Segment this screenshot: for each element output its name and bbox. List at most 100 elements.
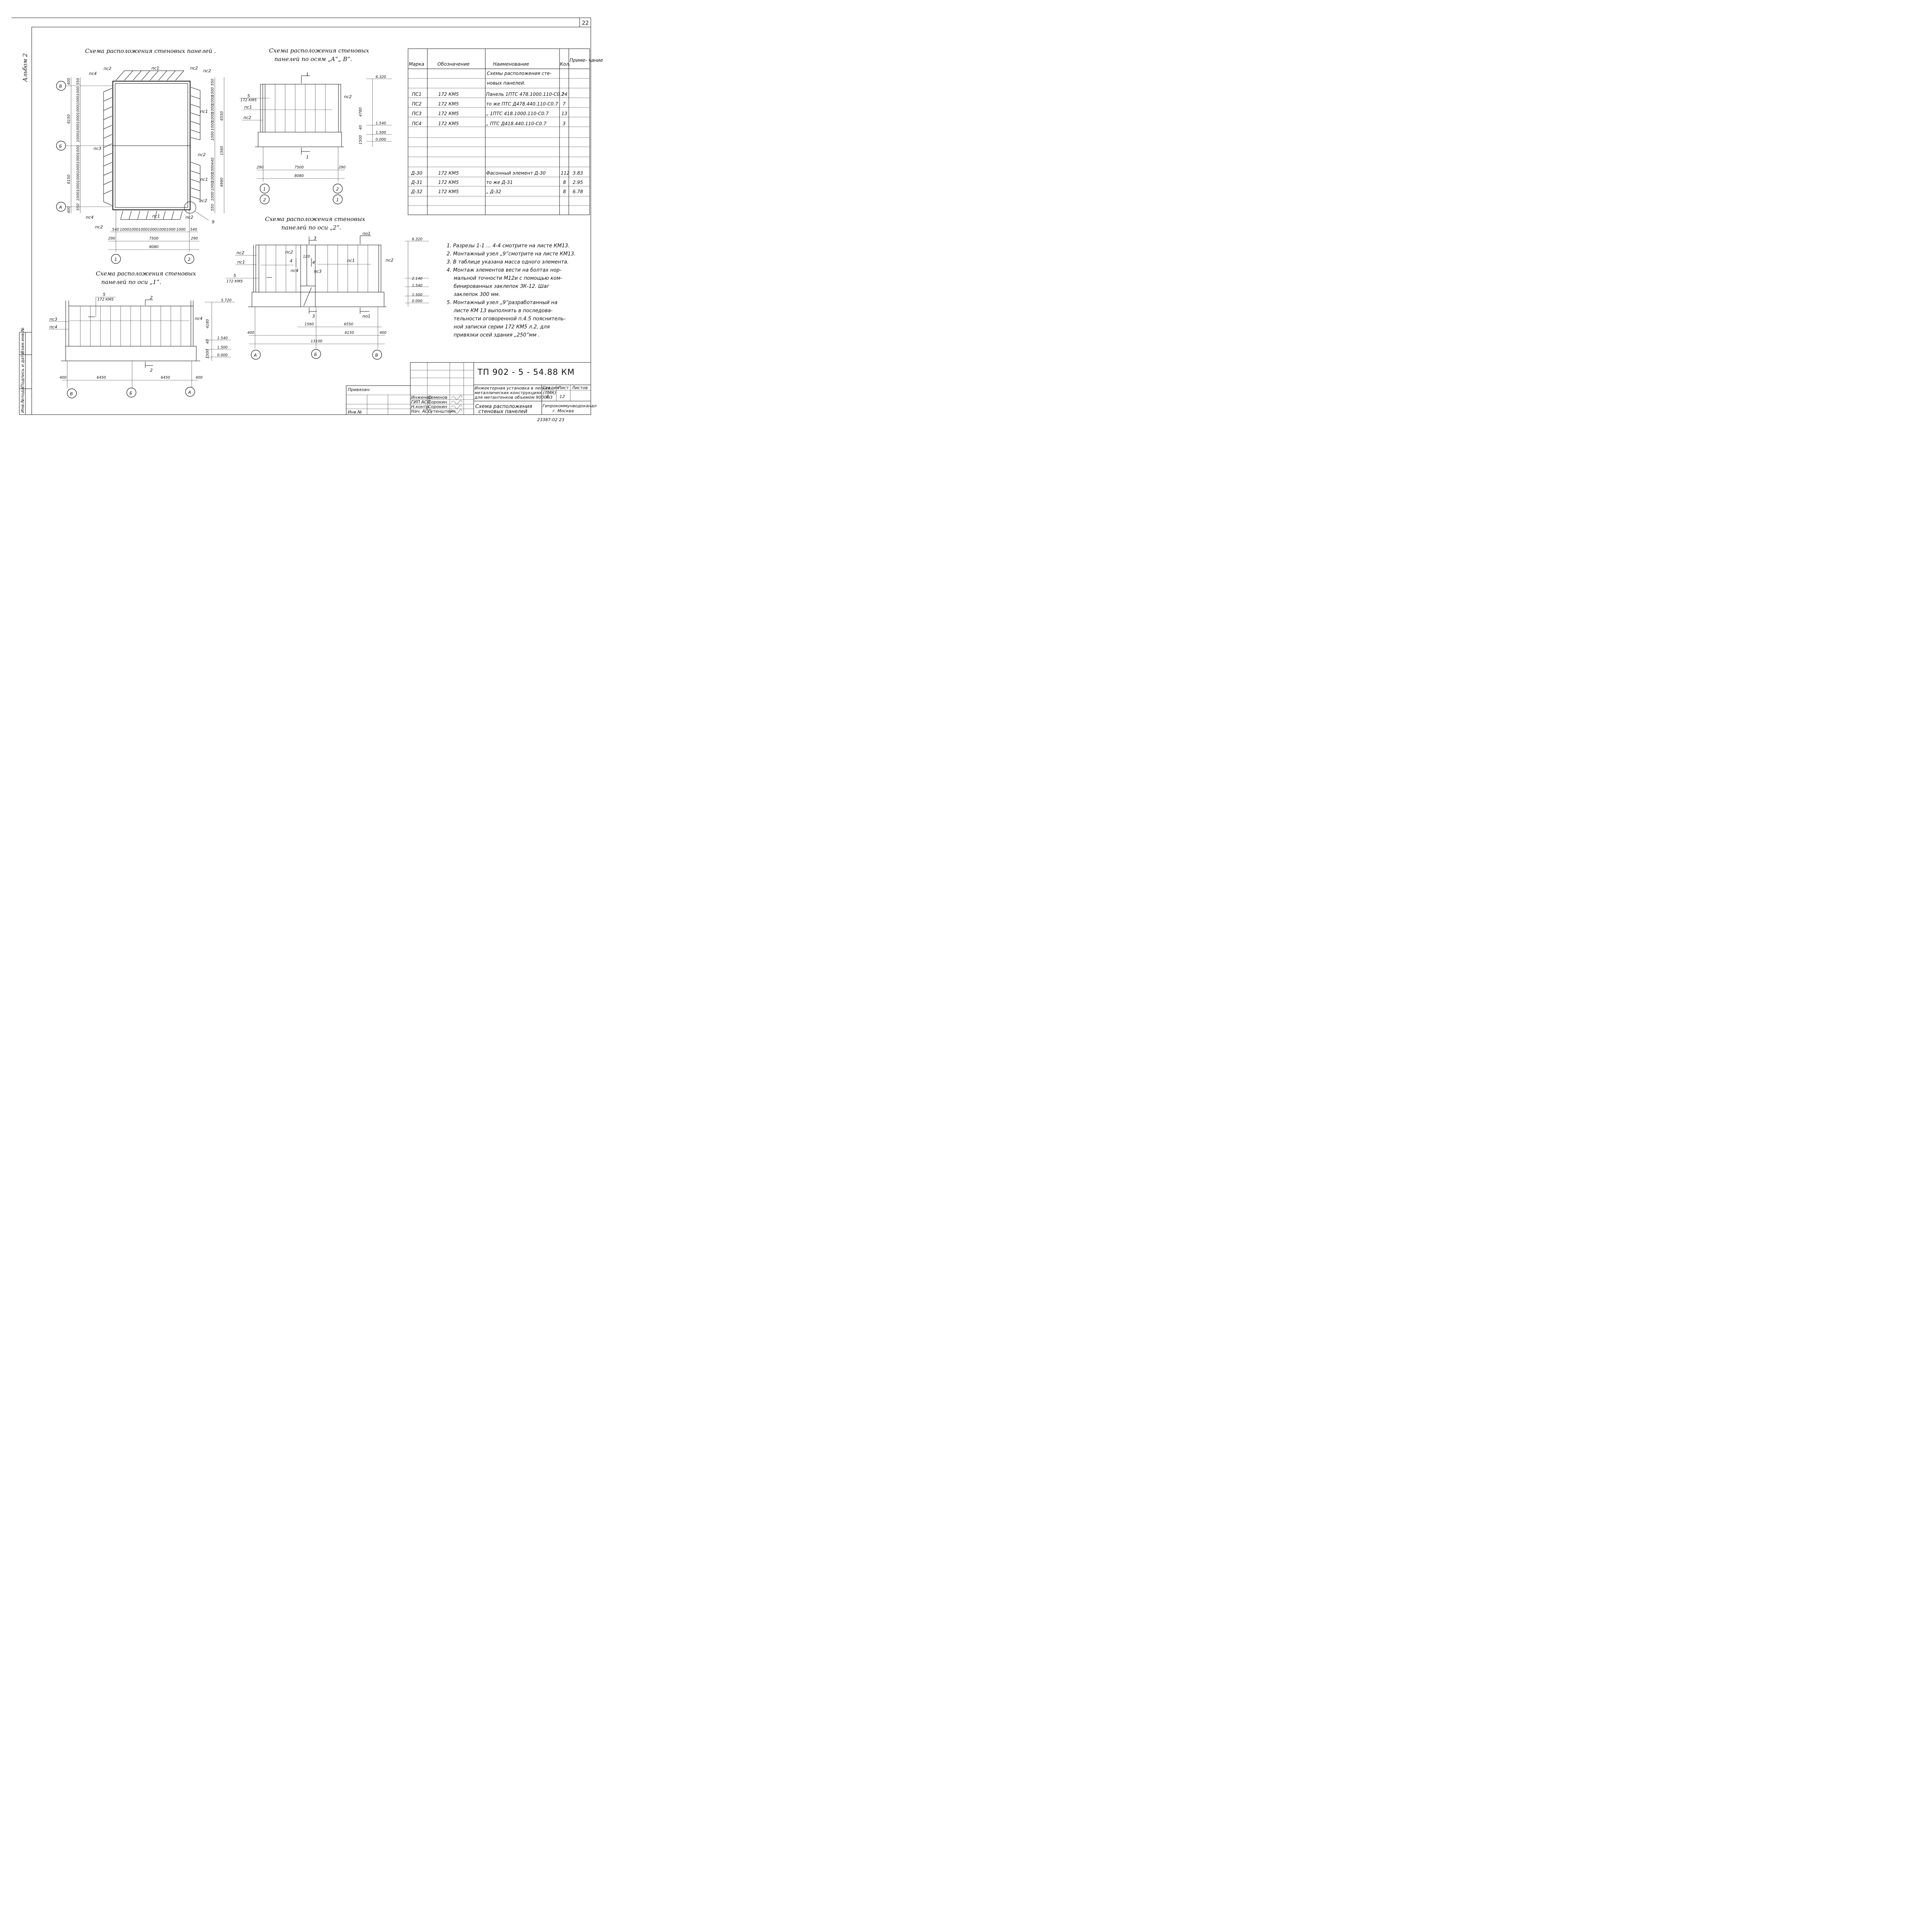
table-cell-designation: 172 КМ5 [438, 189, 459, 194]
axis2-dim-120: 120 [303, 255, 310, 259]
view-axes-a-b: 6.320 1.540 1.500 0.000 4780 40 1500 5 1… [240, 72, 392, 204]
plan-labels: пс1 пс2 пс2 пс2 пс4 пс1 пс2 пс1 пс2 пс3 … [86, 66, 214, 230]
plan-rdim-1000: 1000 [211, 87, 215, 97]
axis2-label-pc3-m: пс3 [314, 269, 321, 274]
plan-dim-1000: 1000 [76, 114, 80, 124]
plan-dim-550-top: 550 [76, 78, 80, 85]
axis1-label-pc4-r: пс4 [195, 316, 202, 321]
plan-bdim-540-l: 540 [112, 228, 119, 232]
table-cell-mark: Д-30 [411, 170, 422, 176]
title-block-project-3: для метантенков объемом 9000м3 [474, 395, 553, 400]
axis2-panel-lines [265, 245, 368, 292]
ab-elev-0000: 0.000 [376, 138, 386, 142]
table-cell-mark: ПС1 [412, 92, 422, 97]
ab-title-line2: панелей по осям „А”„ В”. [274, 56, 352, 63]
title-block-drawing-title-1: Схема расположения [475, 404, 532, 410]
axis1-cut-2-bot: 2 [150, 368, 153, 373]
table-row: Д-30 172 КМ5 Фасонный элемент Д-30 112 3… [411, 170, 583, 176]
plan-label-pc1-right-top: пс1 [200, 109, 208, 114]
view-titles: Схема расположения стеновых панелей . Сх… [85, 47, 369, 286]
plan-label-pc2-tr2: пс2 [203, 68, 211, 73]
table-header-qty: Кол. [560, 61, 570, 67]
note-line: заклепок 300 мм. [454, 292, 500, 298]
footer-code: 23387-02 23 [537, 417, 564, 422]
plan-rdim-440: 440 [211, 158, 215, 165]
table-cell-qty: 7 [563, 101, 566, 107]
table-cell-qty: 112 [561, 170, 570, 176]
table-section-title-1: Схемы расположения сте- [487, 71, 551, 76]
title-block-sheet-header: Лист [558, 385, 569, 390]
table-cell-name: „ ПТС Д418.440.110-С0.7 [486, 121, 546, 126]
signature-scribbles [451, 395, 463, 413]
ab-cut-1-bot: 1 [306, 155, 309, 160]
plan-bdim-540-r: 540 [190, 228, 197, 232]
axis2-label-pc4-m: пс4 [291, 268, 298, 273]
plan-rdim-1000: 1000 [211, 121, 215, 131]
axis2-label-pc2-m: пс2 [285, 250, 293, 255]
table-header-note: Приме- чание [570, 58, 603, 63]
plan-axis-v: В [59, 84, 62, 89]
axis2-axis-b: Б [314, 352, 317, 357]
ab-label-pc2-l: пс2 [243, 115, 251, 120]
table-cell-designation: 172 КМ5 [438, 121, 459, 126]
table-header-designation: Обозначение [437, 61, 469, 67]
plan-dim-1000: 1000 [76, 133, 80, 142]
plan-dim-1000: 1000 [76, 173, 80, 182]
drawing-sheet: 22 Альбом 2 Инв.№подл. Подпись и дата Вз… [12, 17, 603, 422]
axis2-cut-4-l: 4 [290, 259, 293, 264]
title-block-role: Н.контр. [411, 404, 430, 409]
ab-hdim-290-r: 290 [338, 165, 345, 170]
axis2-elev-1500: 1.500 [412, 293, 422, 297]
axis1-label-five: 5 [103, 292, 105, 297]
table-cell-designation: 172 КМ5 [438, 101, 459, 107]
title-block-role: Инженер [411, 395, 432, 400]
table-cell-name: Фасонный элемент Д-30 [486, 170, 546, 176]
axis2-label-pc1-l: пс1 [237, 260, 245, 265]
ab-vdim-4780: 4780 [359, 107, 363, 117]
axis1-elev-1500: 1.500 [217, 345, 228, 350]
plan-bdim-1000: 1000 [148, 228, 157, 232]
title-block-privyazan: Привязан: [348, 387, 371, 392]
plan-rdim-1000: 1000 [211, 173, 215, 182]
axis1-vdim-40: 40 [206, 339, 210, 344]
ab-axis-1-bot: 1 [336, 197, 339, 202]
side-stamp: Инв.№подл. Подпись и дата Взам.инв.№ [19, 327, 32, 415]
plan-right-panel-dims-top: 1000 1000 1000 1000 1000 1000 [211, 87, 215, 141]
plan-rdim-1000: 1000 [211, 165, 215, 174]
plan-label-pc2-right-bot: пс2 [199, 198, 207, 203]
table-cell-note: 2.95 [573, 180, 583, 185]
plan-axis-b: Б [59, 144, 62, 149]
table-cell-qty: 8 [563, 189, 566, 194]
note-line: 1. Разрезы 1-1 ... 4-4 смотрите на листе… [447, 243, 570, 249]
general-notes: 1. Разрезы 1-1 ... 4-4 смотрите на листе… [447, 243, 576, 338]
plan-bdim-1000: 1000 [120, 228, 129, 232]
axis1-vdim-4180: 4180 [206, 319, 210, 328]
ab-axis-2-bot: 2 [263, 197, 266, 202]
ab-label-pc1: пс1 [244, 105, 252, 110]
plan-label-pc4-bl: пс4 [86, 215, 94, 220]
ab-elev-6320: 6.320 [376, 75, 386, 79]
axis2-cut-3-bot: 3 [312, 314, 315, 319]
axis1-hdim-6450-l: 6450 [97, 376, 106, 380]
title-block-stage-header: Стадия [543, 385, 559, 390]
ab-vdim-40: 40 [359, 125, 363, 130]
table-cell-name: то же ПТС Д478.440.110-С0.7 [486, 101, 558, 107]
plan-label-pc2-bl: пс2 [95, 224, 103, 230]
title-block-name: Семенов [428, 395, 447, 400]
axis1-axis-b: Б [129, 391, 133, 396]
axis1-vdim-1500: 1500 [206, 349, 210, 359]
table-cell-designation: 172 КМ5 [438, 170, 459, 176]
title-block-inv: Инв.№ [348, 410, 362, 415]
title-block-project-2: металлических конструкциях (ЛМК) [474, 390, 556, 395]
sheet-frame: 22 Альбом 2 [12, 17, 591, 415]
ab-label-five: 5 [247, 94, 250, 99]
view-axis-2: 6.320 2.140 1.540 1.500 0.000 пс2 пс1 5 … [226, 231, 429, 360]
table-cell-qty: 3 [563, 121, 566, 126]
axis2-elev-6320: 6.320 [412, 237, 422, 242]
ab-panel-lines [275, 84, 326, 132]
title-block-role: Нач. АСО [411, 409, 432, 414]
axis2-hdim-6550: 6550 [344, 322, 353, 327]
plan-axis-2: 2 [188, 257, 190, 262]
plan-left-panel-dims: 1000 1000 1000 1000 1000 1000 1000 1000 … [76, 87, 80, 201]
table-cell-note: 3.83 [573, 170, 583, 176]
